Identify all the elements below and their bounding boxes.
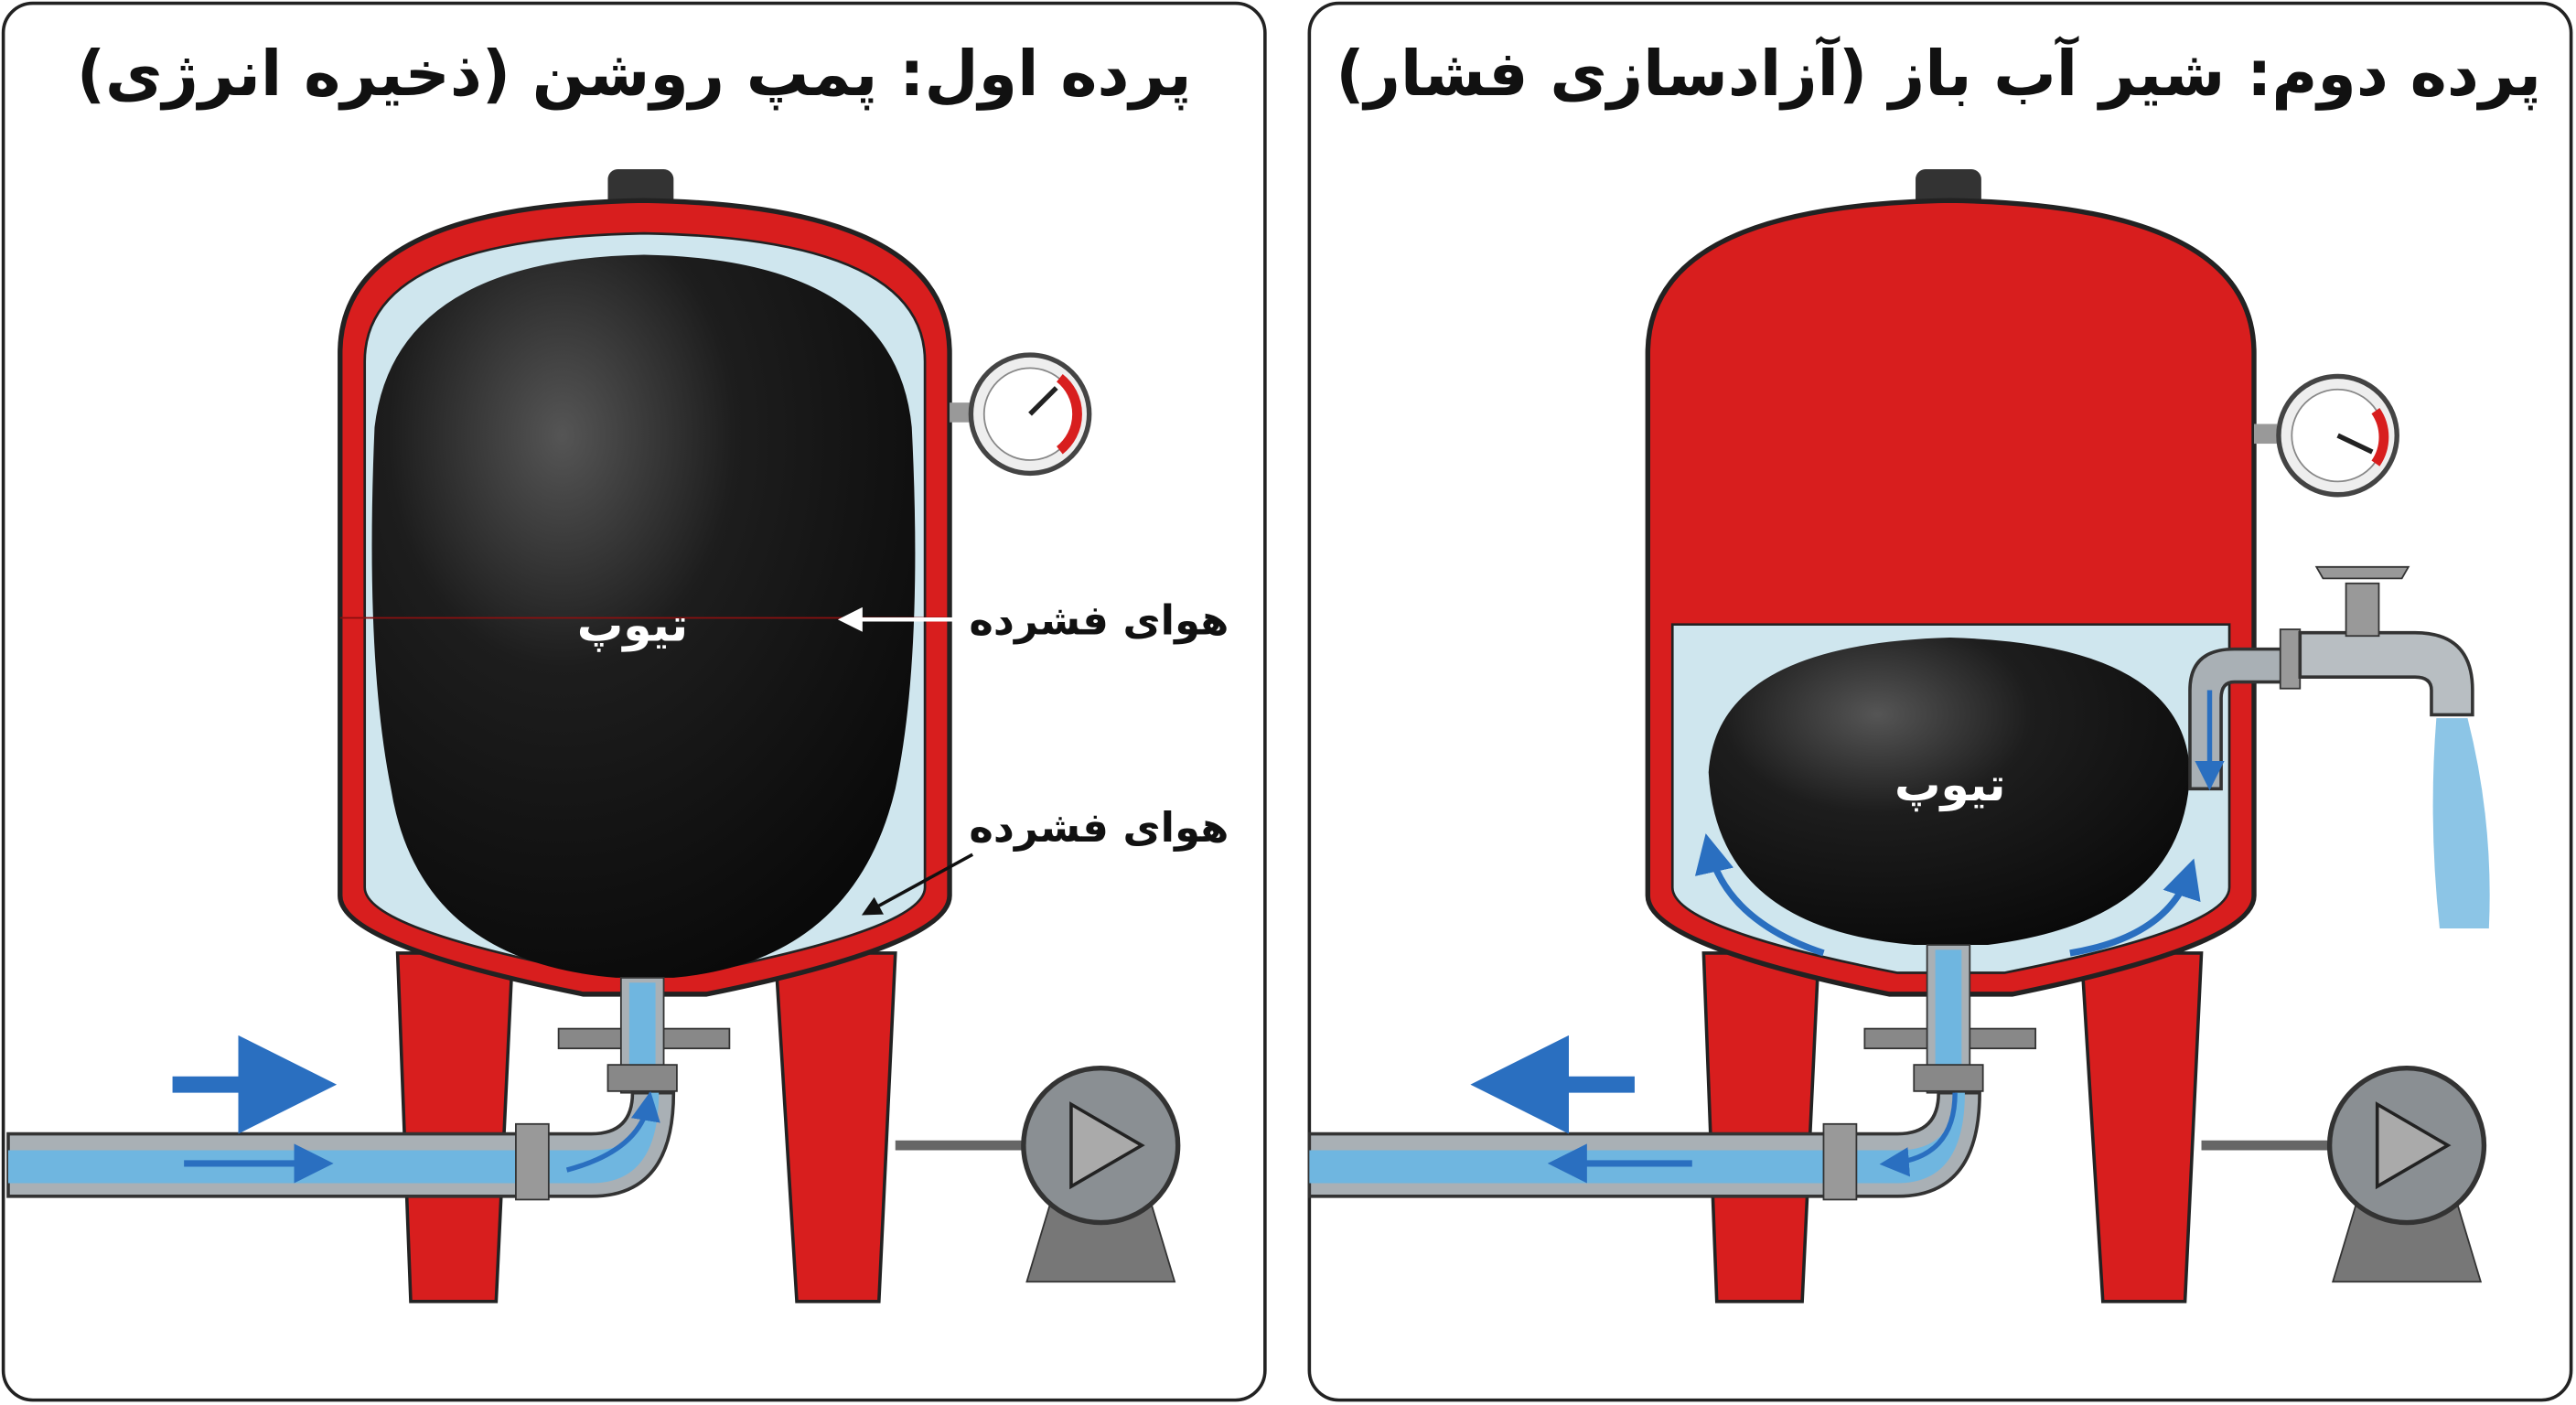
pipe-coupling [515,1122,550,1201]
flow-arrow [1694,833,1825,957]
bladder-label: تیوپ [577,598,688,653]
gauge-needle [1028,386,1058,416]
tank-leg [1701,951,1820,1303]
tank-leg [773,951,897,1303]
panel-tap-open: پرده دوم: شیر آب باز (آزادسازی فشار) تیو… [1307,1,2573,1402]
panel-pump-on: پرده اول: پمپ روشن (ذخیره انرژی) تیوپ هو… [1,1,1267,1402]
label-compressed-air-bottom: هوای فشرده [969,803,1229,852]
bladder [1708,638,2190,945]
callout-arrow [861,853,974,916]
bladder-label: تیوپ [1894,757,2005,812]
pipe-coupling [1822,1122,1858,1201]
play-icon [1069,1101,1145,1190]
gauge-needle [2336,433,2374,455]
faucet[interactable] [2298,630,2474,717]
faucet-handle[interactable] [2314,565,2410,580]
label-compressed-air-top: هوای فشرده [969,595,1229,644]
tank-leg [395,951,515,1303]
panel-title: پرده اول: پمپ روشن (ذخیره انرژی) [77,38,1192,111]
panel-title: پرده دوم: شیر آب باز (آزادسازی فشار) [1336,35,2541,111]
flow-arrow [2069,858,2201,957]
play-icon [2375,1101,2452,1190]
bladder [371,254,916,978]
water-stream [2432,718,2490,929]
tank-leg [2079,951,2204,1303]
